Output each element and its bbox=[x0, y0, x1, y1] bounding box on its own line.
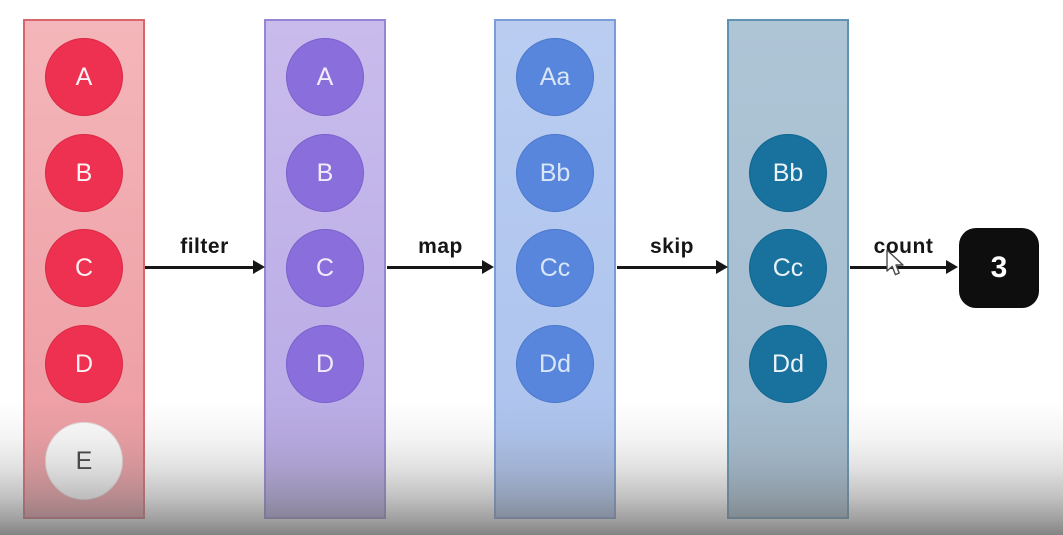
stream-item-Dd: Dd bbox=[516, 325, 594, 403]
filter-arrow bbox=[145, 260, 265, 274]
count-arrow bbox=[850, 260, 958, 274]
stream-item-C: C bbox=[286, 229, 364, 307]
stream-item-Bb: Bb bbox=[749, 134, 827, 212]
operator-label-skip: skip bbox=[649, 235, 695, 258]
stream-item-D: D bbox=[45, 325, 123, 403]
skip-arrow bbox=[617, 260, 728, 274]
map-arrow bbox=[387, 260, 494, 274]
stream-item-A: A bbox=[45, 38, 123, 116]
result-value: 3 bbox=[990, 251, 1008, 284]
operator-label-filter: filter bbox=[180, 235, 229, 258]
operator-label-map: map bbox=[418, 235, 463, 258]
stream-item-Aa: Aa bbox=[516, 38, 594, 116]
stream-item-A: A bbox=[286, 38, 364, 116]
stream-item-Dd: Dd bbox=[749, 325, 827, 403]
stream-item-Cc: Cc bbox=[516, 229, 594, 307]
stream-item-E: E bbox=[45, 422, 123, 500]
stream-item-D: D bbox=[286, 325, 364, 403]
mouse-cursor-icon bbox=[886, 249, 904, 276]
result-box: 3 bbox=[959, 228, 1039, 308]
stream-item-B: B bbox=[286, 134, 364, 212]
stream-item-Cc: Cc bbox=[749, 229, 827, 307]
stream-item-B: B bbox=[45, 134, 123, 212]
stream-item-C: C bbox=[45, 229, 123, 307]
stream-item-Bb: Bb bbox=[516, 134, 594, 212]
